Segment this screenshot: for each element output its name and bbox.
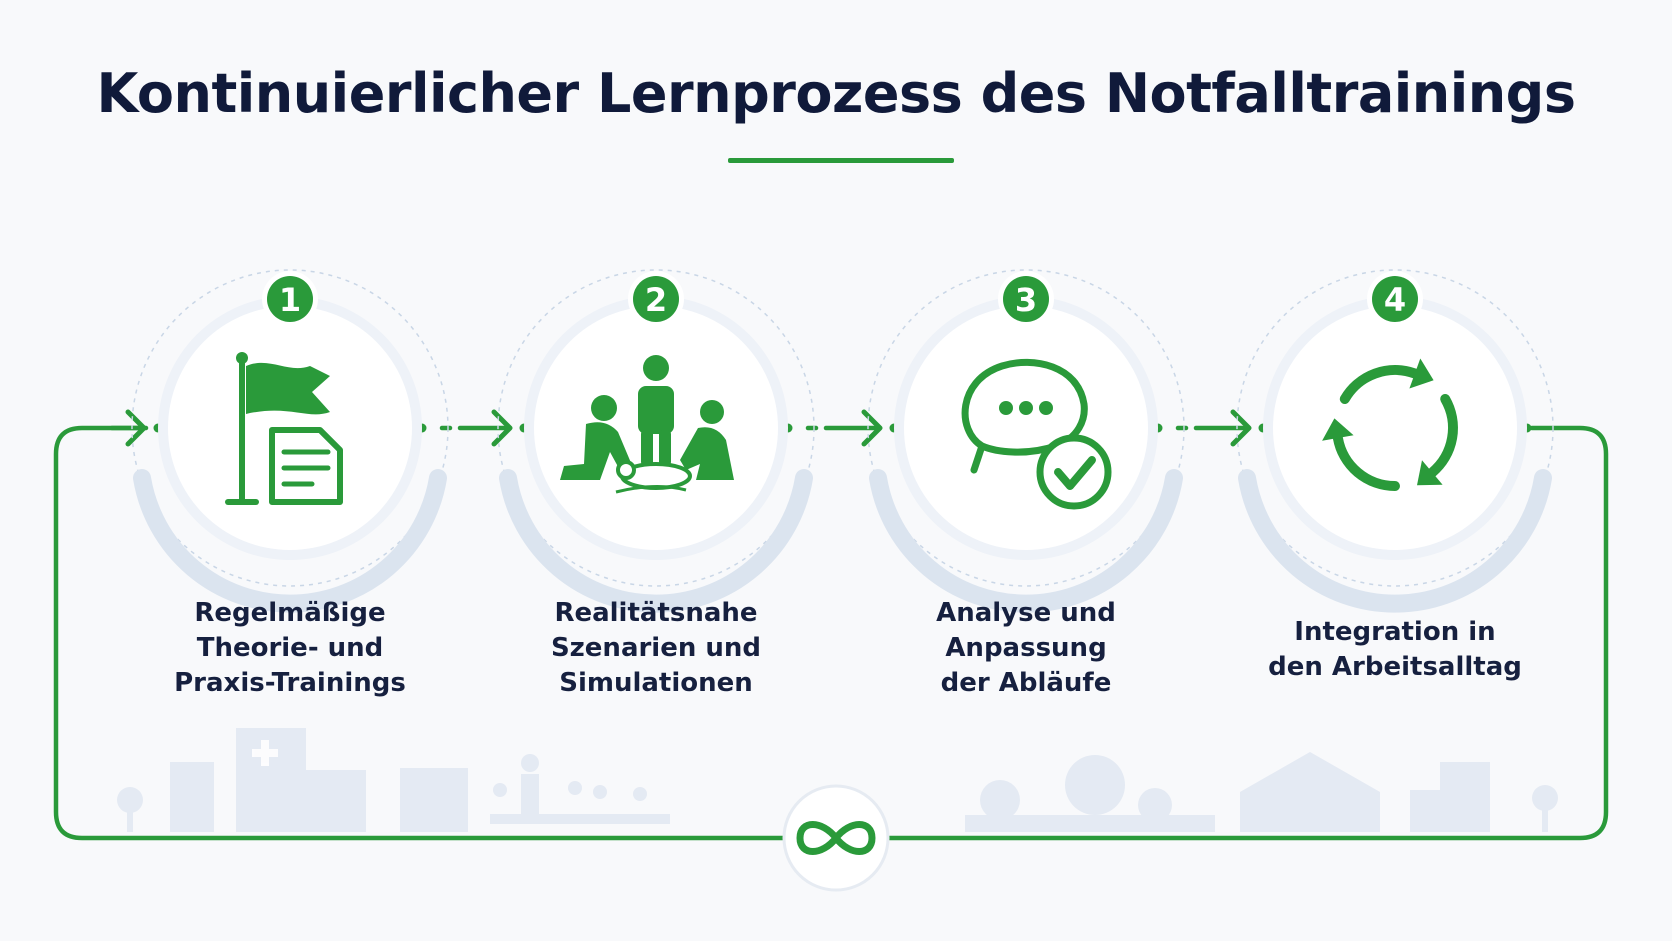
connector-arrow-1 (109, 409, 163, 447)
step-1: 1 (131, 269, 449, 613)
chat-check-icon (961, 358, 1112, 510)
step-number-badge: 2 (628, 271, 684, 327)
step-number-badge: 1 (262, 271, 318, 327)
step-halo (1236, 269, 1554, 587)
step-number-badge: 3 (998, 271, 1054, 327)
step-label-2: Realitätsnahe Szenarien und Simulationen (550, 598, 762, 698)
step-circle (904, 306, 1148, 550)
connector-arrow-2 (417, 409, 529, 447)
first-aid-simulation-icon (560, 355, 734, 494)
step-halo (867, 269, 1185, 587)
step-3: 3 (867, 269, 1185, 613)
step-4: 4 (1236, 269, 1554, 613)
step-number: 4 (1384, 281, 1406, 319)
connector-arrow-4 (1153, 409, 1268, 447)
step-label-3: Analyse und Anpassung der Abläufe (936, 598, 1116, 698)
step-label-1: Regelmäßige Theorie- und Praxis-Training… (174, 598, 406, 698)
step-number-badge: 4 (1367, 271, 1423, 327)
step-halo (131, 269, 449, 587)
step-2: 2 (497, 269, 815, 613)
step-halo (497, 269, 815, 587)
cycle-arrows-icon (1322, 358, 1458, 491)
infinity-icon (796, 821, 876, 855)
page-title: Kontinuierlicher Lernprozess des Notfall… (96, 62, 1576, 125)
skyline-decoration (117, 728, 1558, 832)
step-circle (1273, 306, 1517, 550)
step-number: 3 (1015, 281, 1037, 319)
connector-arrow-3 (783, 409, 899, 447)
step-number: 2 (645, 281, 667, 319)
flag-document-icon (225, 352, 343, 505)
step-number: 1 (279, 281, 301, 319)
infinity-badge (782, 784, 890, 892)
title-underline (728, 158, 954, 163)
step-label-4: Integration in den Arbeitsalltag (1268, 617, 1522, 682)
